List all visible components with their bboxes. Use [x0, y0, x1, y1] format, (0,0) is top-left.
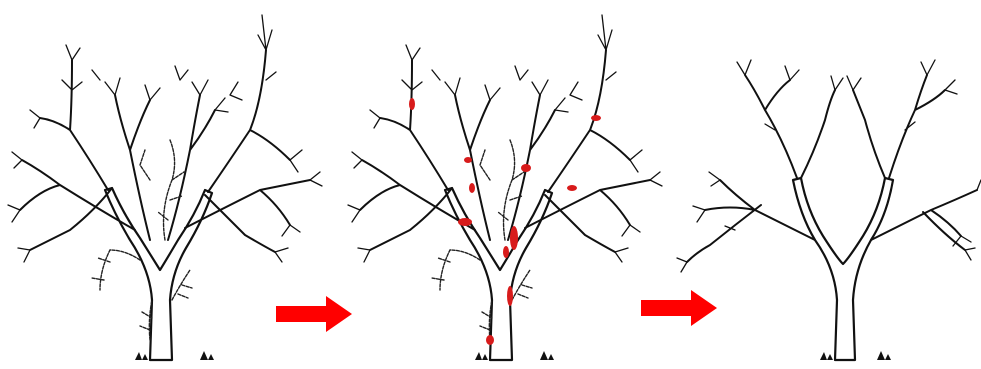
tree-icon — [348, 15, 662, 360]
tree-icon — [677, 60, 981, 360]
tree-icon — [8, 15, 322, 360]
tree-cuts-marked — [340, 0, 670, 369]
tree-after-pruning — [665, 0, 981, 369]
